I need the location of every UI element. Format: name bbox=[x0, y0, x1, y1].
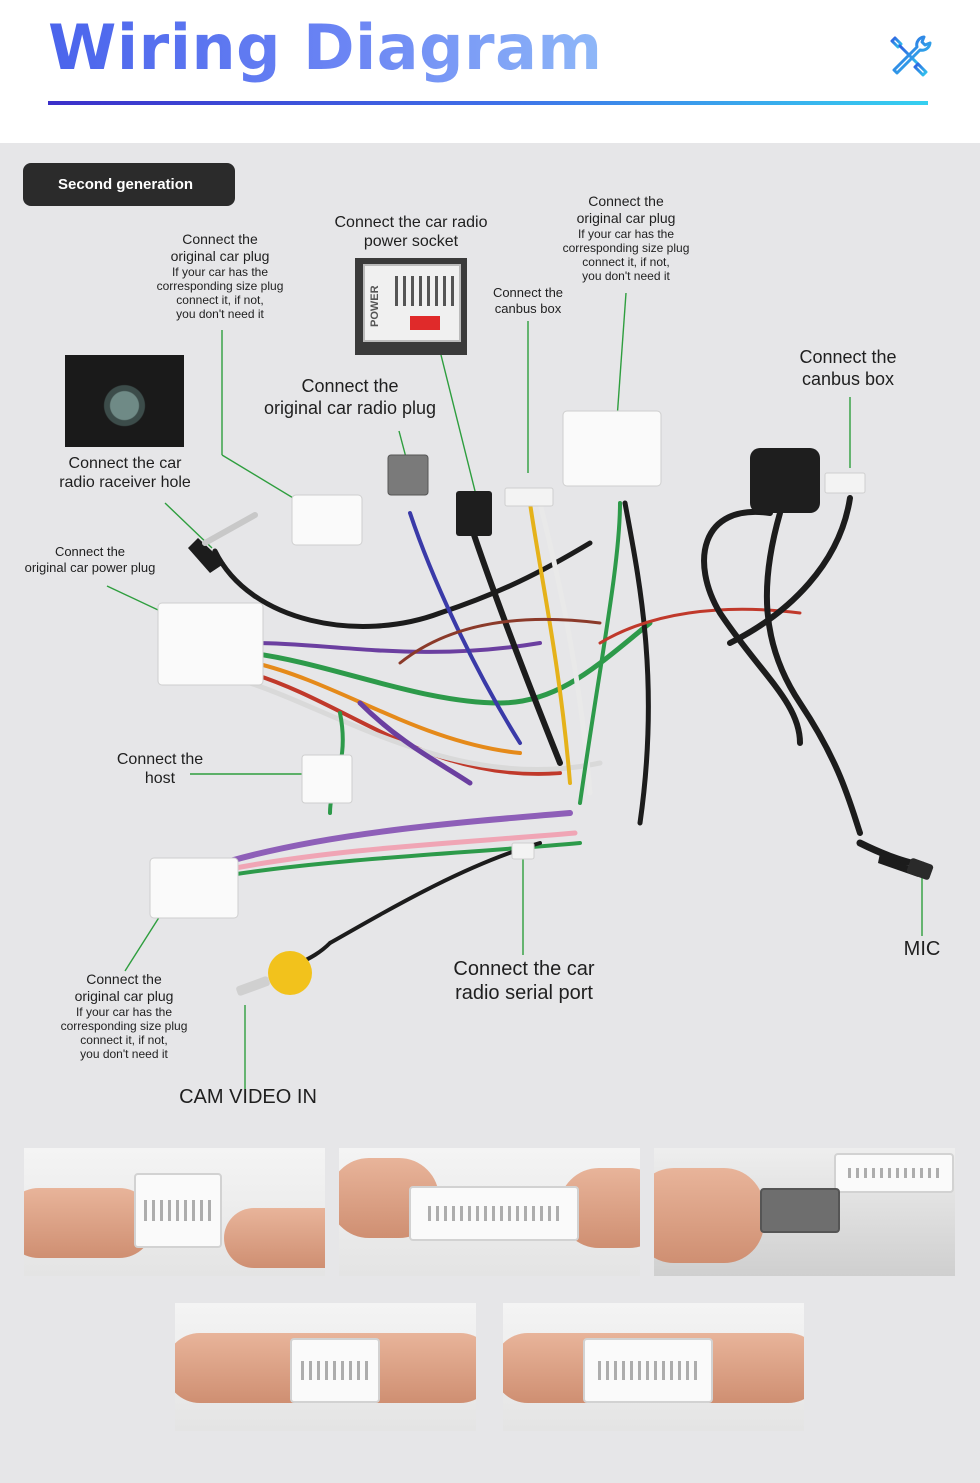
label-serial-port: Connect the car radio serial port bbox=[453, 958, 595, 1004]
label-original-plug-top-right: Connect the original car plug If your ca… bbox=[562, 193, 690, 284]
generation-badge: Second generation bbox=[23, 163, 235, 206]
label-power-plug: Connect the original car power plug bbox=[24, 544, 156, 575]
label-canbus-small: Connect the canbus box bbox=[492, 285, 564, 316]
label-cam-video-in: CAM VIDEO IN bbox=[179, 1086, 317, 1108]
label-host: Connect the host bbox=[116, 751, 204, 788]
label-power-socket: Connect the car radio power socket bbox=[334, 214, 488, 251]
wire-bundle bbox=[212, 495, 926, 965]
connector-closeup-photo bbox=[654, 1148, 955, 1276]
receiver-hole-photo bbox=[65, 355, 184, 447]
title-underline bbox=[48, 101, 928, 105]
connector-closeup-photo bbox=[503, 1303, 804, 1431]
page-header: Wiring Diagram bbox=[0, 0, 980, 143]
connector-closeup-photo bbox=[175, 1303, 476, 1431]
label-canbus-right: Connect the canbus box bbox=[799, 347, 897, 389]
wiring-diagram: Second generation bbox=[0, 143, 980, 1483]
power-socket-photo: POWER bbox=[355, 258, 467, 355]
connectors bbox=[149, 410, 934, 996]
label-original-plug-bottom: Connect the original car plug If your ca… bbox=[60, 971, 188, 1062]
socket-power-label: POWER bbox=[369, 285, 381, 327]
label-mic: MIC bbox=[903, 938, 941, 960]
label-original-radio-plug: Connect the original car radio plug bbox=[263, 376, 437, 418]
connector-closeup-photo bbox=[24, 1148, 325, 1276]
harness-illustration bbox=[106, 292, 934, 1089]
connector-closeup-photo bbox=[339, 1148, 640, 1276]
label-original-plug-top-left: Connect the original car plug If your ca… bbox=[156, 231, 284, 322]
page-title: Wiring Diagram bbox=[48, 8, 603, 88]
tools-icon bbox=[890, 35, 932, 77]
label-receiver-hole: Connect the car radio raceiver hole bbox=[59, 455, 191, 492]
